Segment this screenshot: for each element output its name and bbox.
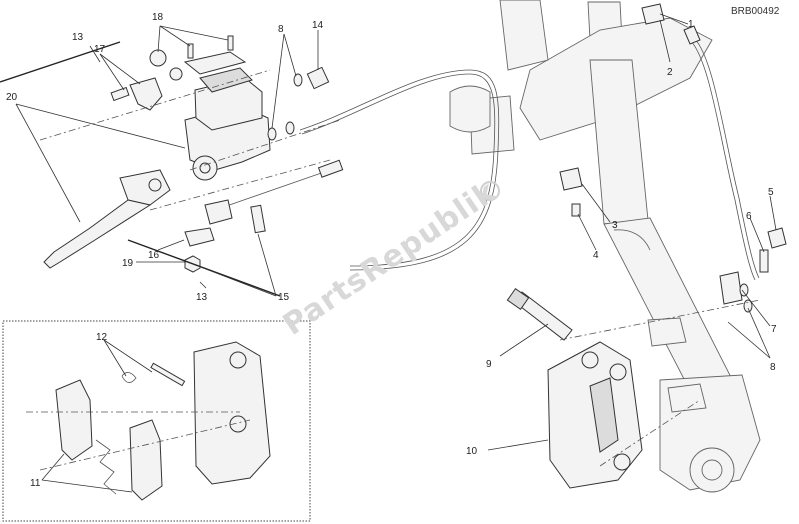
brake-pads-inset-frame — [2, 320, 311, 522]
callout-4: 4 — [593, 250, 599, 261]
caliper-mounting-bolt — [506, 287, 573, 341]
callout-5: 5 — [768, 187, 774, 198]
callout-17: 17 — [94, 44, 106, 55]
callout-15: 15 — [278, 292, 290, 303]
callout-13-top: 13 — [72, 32, 84, 43]
leader-lines — [0, 13, 777, 493]
callout-13-bottom: 13 — [196, 292, 208, 303]
callout-8-right: 8 — [770, 362, 776, 373]
callout-3: 3 — [612, 220, 618, 231]
callout-20: 20 — [6, 92, 18, 103]
brake-pads-inset — [55, 341, 271, 501]
caliper-hose-fitting — [719, 227, 787, 313]
brake-caliper — [547, 341, 643, 489]
front-fork-assembly — [449, 0, 761, 493]
callout-10: 10 — [466, 446, 478, 457]
callout-1: 1 — [688, 19, 694, 30]
hose-clip — [559, 167, 583, 217]
callout-2: 2 — [667, 67, 673, 78]
callout-6: 6 — [746, 211, 752, 222]
callout-19: 19 — [122, 258, 134, 269]
banjo-bolt — [267, 66, 330, 141]
callout-9: 9 — [486, 359, 492, 370]
callout-labels: 1 2 3 4 5 6 7 8 8 9 10 11 12 13 13 14 15… — [6, 12, 777, 489]
callout-8-top: 8 — [278, 24, 284, 35]
reservoir-screws — [149, 35, 234, 81]
brake-lever — [43, 169, 171, 269]
handlebar-clamp — [110, 77, 163, 111]
callout-7: 7 — [771, 324, 777, 335]
watermark-text: PartsRepublik — [277, 174, 504, 343]
callout-14: 14 — [312, 20, 324, 31]
top-hose-fitting — [641, 3, 701, 45]
callout-11: 11 — [30, 478, 41, 489]
callout-12: 12 — [96, 332, 108, 343]
callout-16: 16 — [148, 250, 160, 261]
master-cylinder — [183, 51, 271, 181]
watermark: PartsRepublik — [277, 174, 504, 343]
diagram-code: BRB00492 — [731, 6, 780, 17]
callout-18: 18 — [152, 12, 164, 23]
assembly-axes — [26, 69, 761, 471]
front-brake-hose — [299, 37, 760, 281]
